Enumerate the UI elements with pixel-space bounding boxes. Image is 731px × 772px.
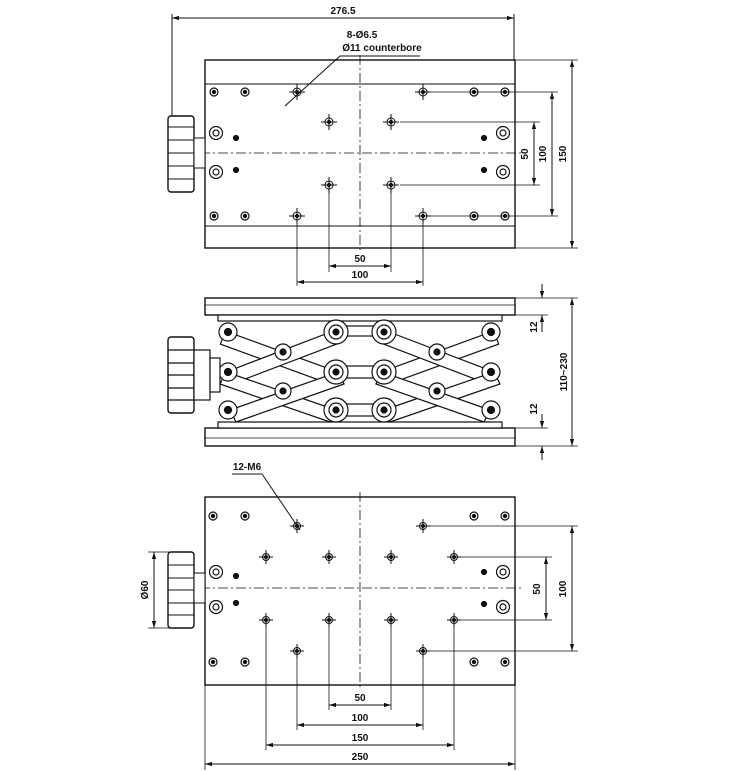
- dim-bottom-100h-label: 100: [352, 713, 369, 724]
- dim-276-label: 276.5: [330, 6, 355, 17]
- side-bottom-plate: [204, 427, 516, 447]
- top-corner-screws: [209, 87, 510, 221]
- callout-m6-label: 12-M6: [233, 462, 262, 473]
- dim-top-150v-label: 150: [558, 145, 569, 162]
- side-view-labels: 12 12 110~230: [529, 321, 570, 415]
- m6-threaded-holes: [259, 519, 461, 658]
- top-bearing-holes: [208, 125, 511, 180]
- side-knob-icon: [167, 336, 221, 414]
- dim-side-12-top-label: 12: [529, 321, 540, 333]
- bottom-view-labels: 12-M6 Ø60 50 100 50 100 150 250: [140, 462, 569, 763]
- dim-bottom-50v-label: 50: [532, 583, 543, 595]
- dim-knob-dia-label: Ø60: [140, 580, 151, 599]
- dim-top-100v-label: 100: [538, 145, 549, 162]
- callout-hole-label: 8-Ø6.5: [347, 30, 378, 41]
- dim-bottom-150h-label: 150: [352, 733, 369, 744]
- side-top-plate: [204, 297, 516, 316]
- scissor-arms: [219, 325, 501, 423]
- top-counterbore-holes: [289, 84, 431, 224]
- bottom-bearing-holes: [208, 564, 511, 615]
- bottom-view: [148, 473, 578, 770]
- dim-top-50h-label: 50: [354, 254, 366, 265]
- top-view: [167, 14, 578, 286]
- m6-callout-leader: [261, 473, 301, 531]
- dim-side-height-label: 110~230: [559, 352, 570, 391]
- dim-bottom-50h-label: 50: [354, 693, 366, 704]
- top-callout-leader: [284, 55, 341, 107]
- dim-bottom-250h-label: 250: [352, 752, 369, 763]
- bottom-knob-icon: [167, 551, 206, 629]
- callout-counterbore-label: Ø11 counterbore: [342, 43, 422, 54]
- side-view: [167, 284, 578, 460]
- dim-bottom-100v-label: 100: [558, 580, 569, 597]
- bottom-corner-screws: [208, 511, 510, 667]
- dim-side-12-bottom-label: 12: [529, 403, 540, 415]
- top-view-labels: 276.5 8-Ø6.5 Ø11 counterbore 50 100 150 …: [330, 6, 569, 281]
- dim-top-100h-label: 100: [352, 270, 369, 281]
- dim-top-50v-label: 50: [520, 148, 531, 160]
- pivot-joints: [218, 319, 501, 423]
- knob-icon: [167, 115, 206, 193]
